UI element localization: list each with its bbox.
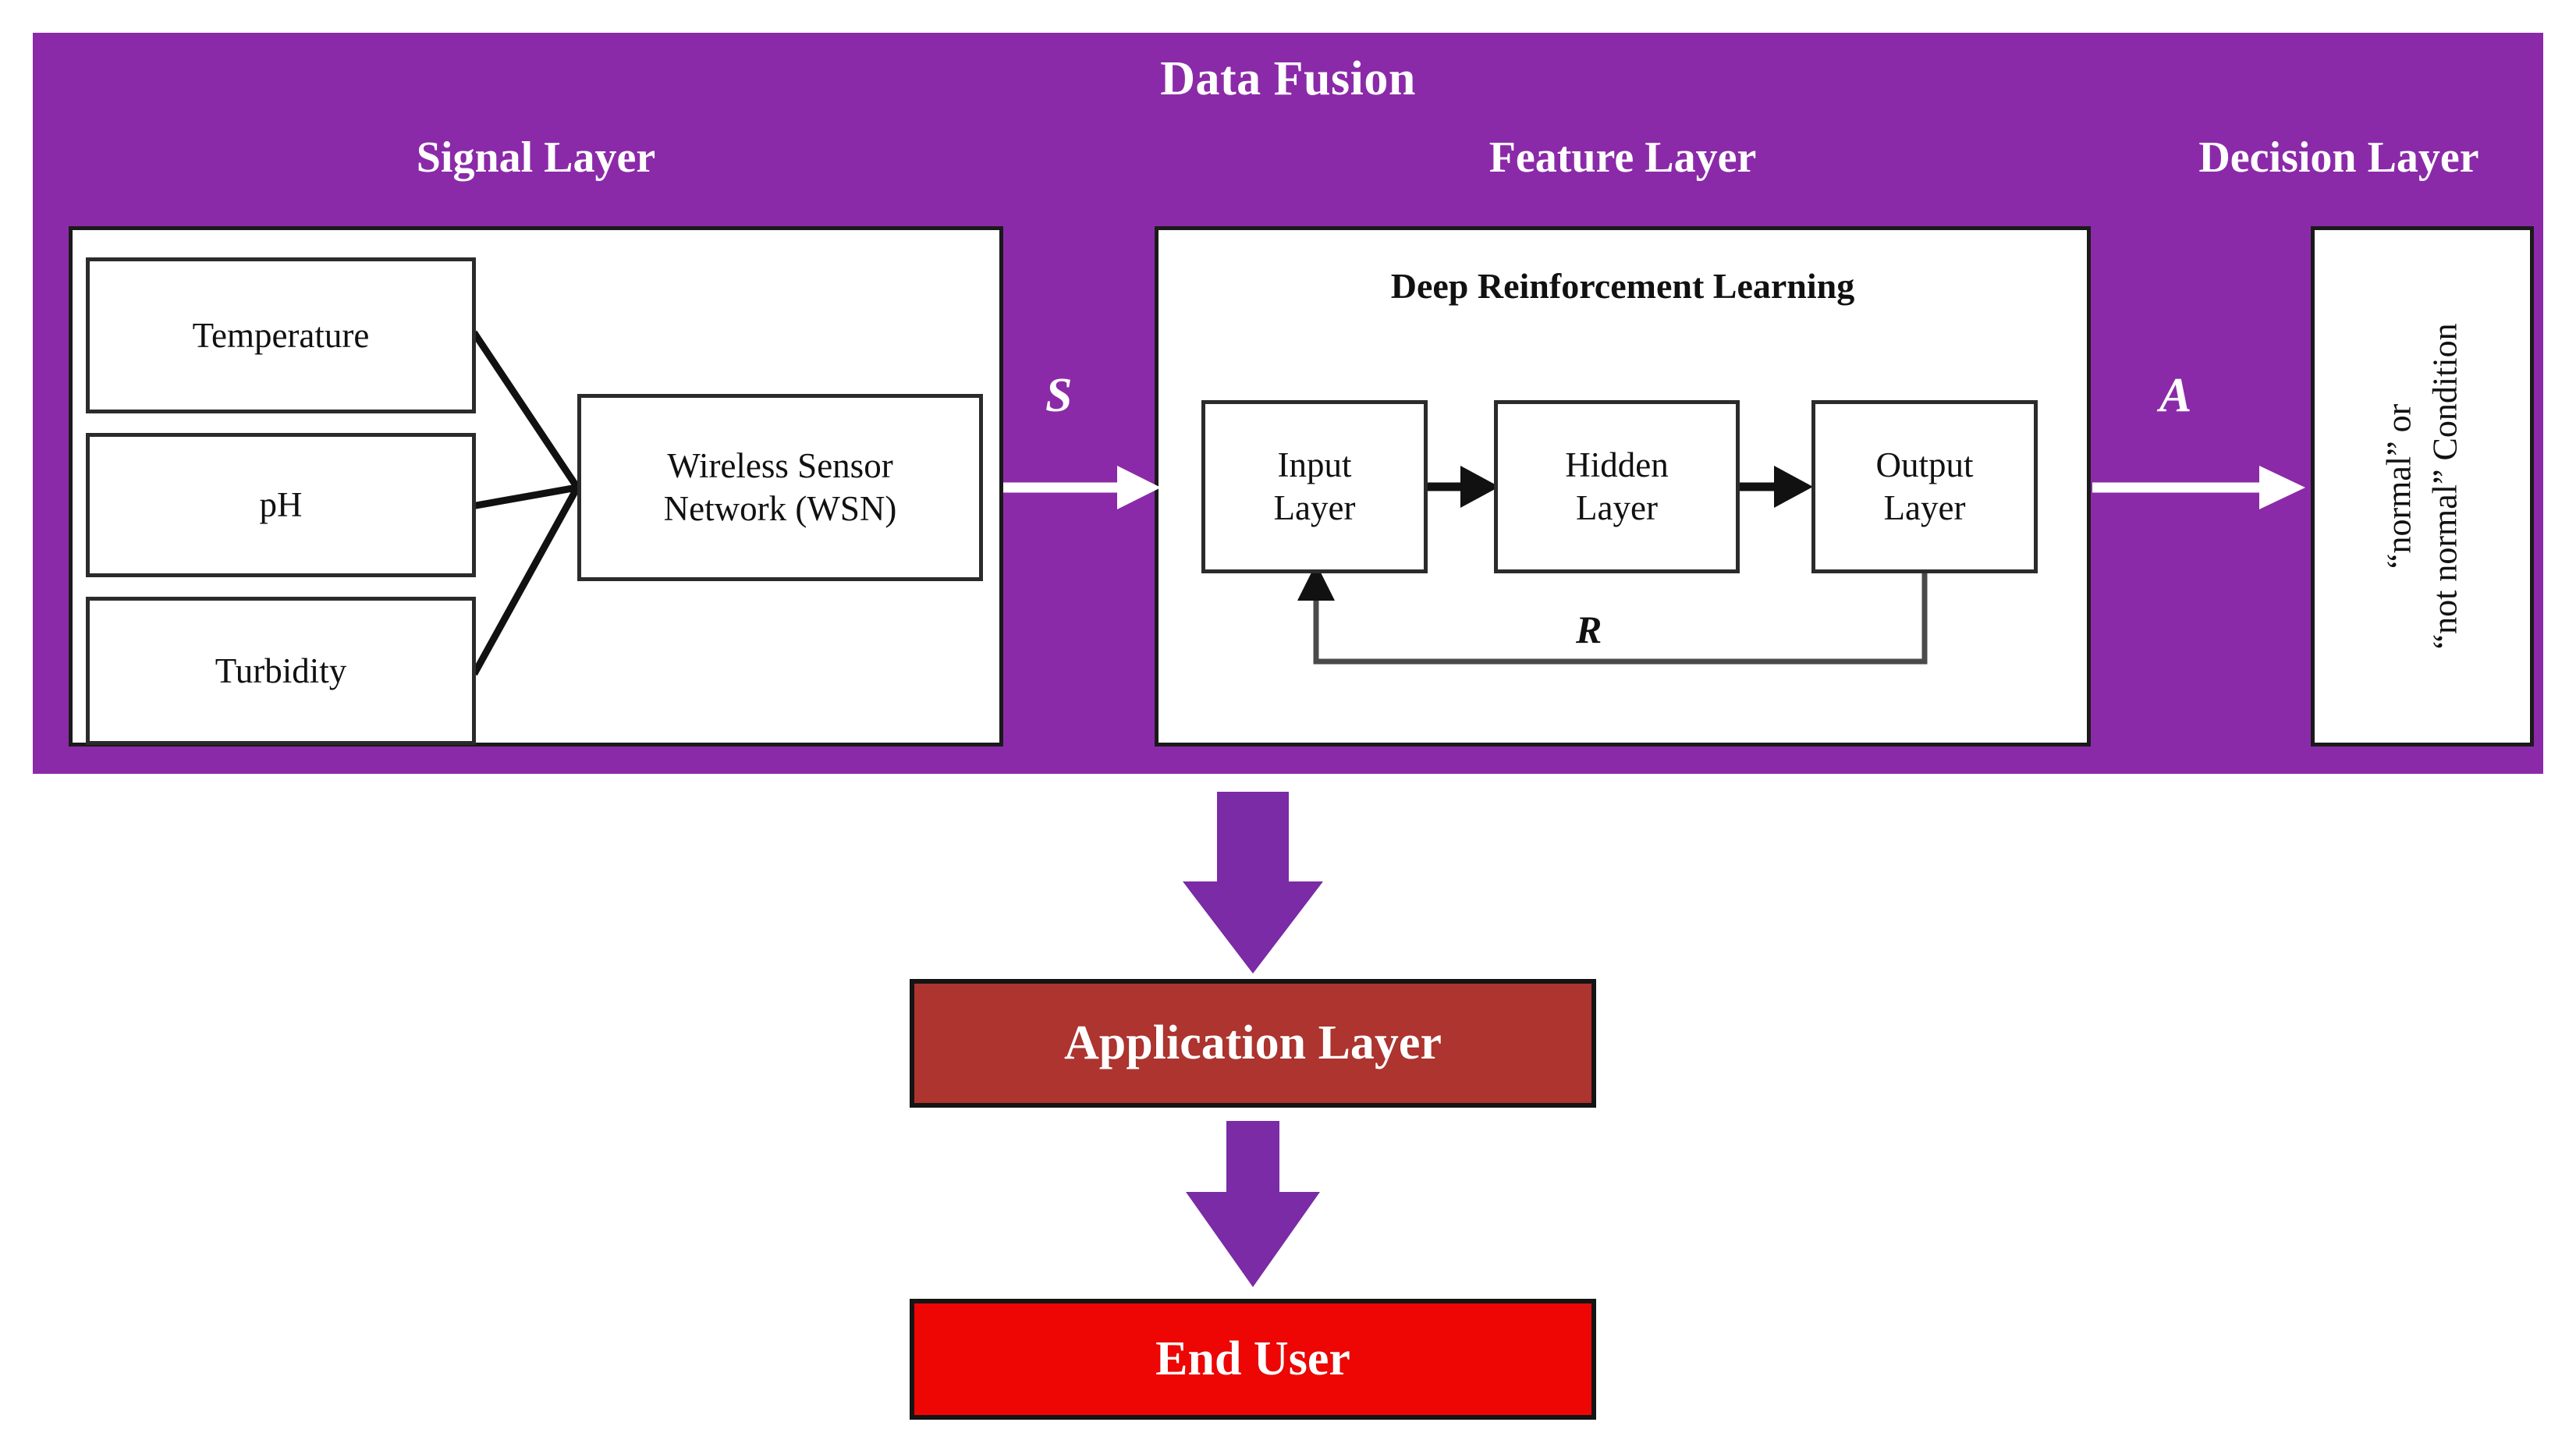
action-label: A bbox=[2159, 369, 2192, 422]
hidden-layer-line1: Hidden bbox=[1565, 445, 1669, 485]
wsn-label-line1: Wireless Sensor bbox=[667, 446, 893, 486]
sensor-label: pH bbox=[259, 485, 303, 525]
drl-box-output-layer[interactable]: Output Layer bbox=[1811, 400, 2038, 573]
drl-box-input-layer[interactable]: Input Layer bbox=[1201, 400, 1428, 573]
decision-layer-panel bbox=[2311, 226, 2534, 747]
wireless-sensor-network-box[interactable]: Wireless Sensor Network (WSN) bbox=[577, 394, 983, 581]
decision-line2: “not normal” Condition bbox=[2426, 323, 2464, 650]
wsn-label-line2: Network (WSN) bbox=[663, 489, 897, 528]
output-layer-line1: Output bbox=[1875, 445, 1974, 485]
sensor-box-temperature[interactable]: Temperature bbox=[86, 257, 476, 413]
output-layer-line2: Layer bbox=[1883, 488, 1966, 527]
reward-label: R bbox=[1576, 608, 1602, 651]
decision-condition-text: “normal” or “not normal” Condition bbox=[2311, 226, 2534, 747]
sensor-label: Temperature bbox=[192, 315, 370, 355]
end-user-label: End User bbox=[1155, 1332, 1350, 1385]
sensor-box-ph[interactable]: pH bbox=[86, 433, 476, 577]
deep-reinforcement-learning-title: Deep Reinforcement Learning bbox=[1390, 266, 1855, 306]
hidden-layer-line2: Layer bbox=[1576, 488, 1658, 527]
end-user-block[interactable]: End User bbox=[910, 1299, 1596, 1420]
sensor-label: Turbidity bbox=[215, 651, 347, 690]
application-layer-label: Application Layer bbox=[1064, 1016, 1442, 1069]
decision-layer-label: Decision Layer bbox=[2198, 133, 2479, 182]
state-label: S bbox=[1045, 369, 1073, 422]
sensor-box-turbidity[interactable]: Turbidity bbox=[86, 597, 476, 745]
drl-box-hidden-layer[interactable]: Hidden Layer bbox=[1494, 400, 1740, 573]
data-fusion-title: Data Fusion bbox=[1160, 52, 1416, 105]
signal-layer-label: Signal Layer bbox=[416, 133, 656, 182]
input-layer-line2: Layer bbox=[1273, 488, 1356, 527]
application-layer-block[interactable]: Application Layer bbox=[910, 979, 1596, 1108]
feature-layer-label: Feature Layer bbox=[1488, 133, 1757, 182]
input-layer-line1: Input bbox=[1277, 445, 1352, 485]
decision-line1: “normal” or bbox=[2379, 403, 2418, 569]
